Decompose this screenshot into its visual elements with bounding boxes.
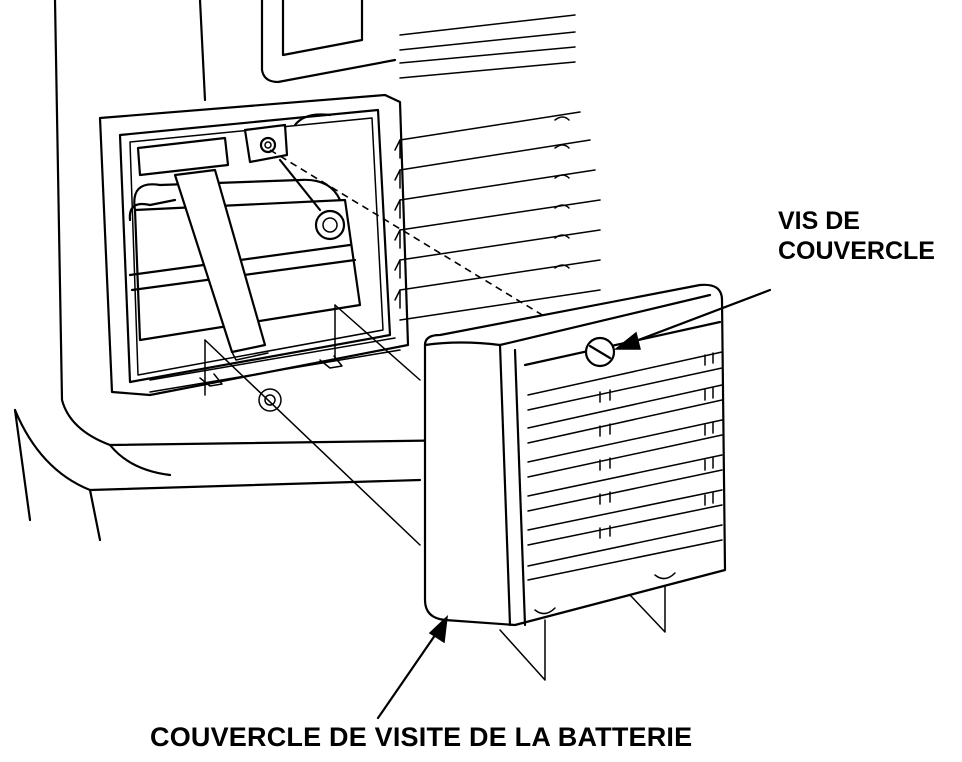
battery-access-cover [423, 283, 727, 627]
battery-cover-label: COUVERCLE DE VISITE DE LA BATTERIE [150, 722, 693, 752]
cover-screw-label-line-1: VIS DE [778, 207, 860, 235]
leader-extension-lines [204, 304, 666, 681]
cover-screw-label: VIS DE COUVERCLE [778, 206, 935, 266]
housing-vent-louvres [394, 111, 601, 321]
callout-arrows [376, 288, 772, 720]
cover-screw-label-line-2: COUVERCLE [778, 237, 935, 265]
battery-compartment [98, 93, 410, 397]
battery [128, 113, 401, 412]
generator-housing [13, 0, 576, 542]
alignment-line [269, 149, 601, 351]
